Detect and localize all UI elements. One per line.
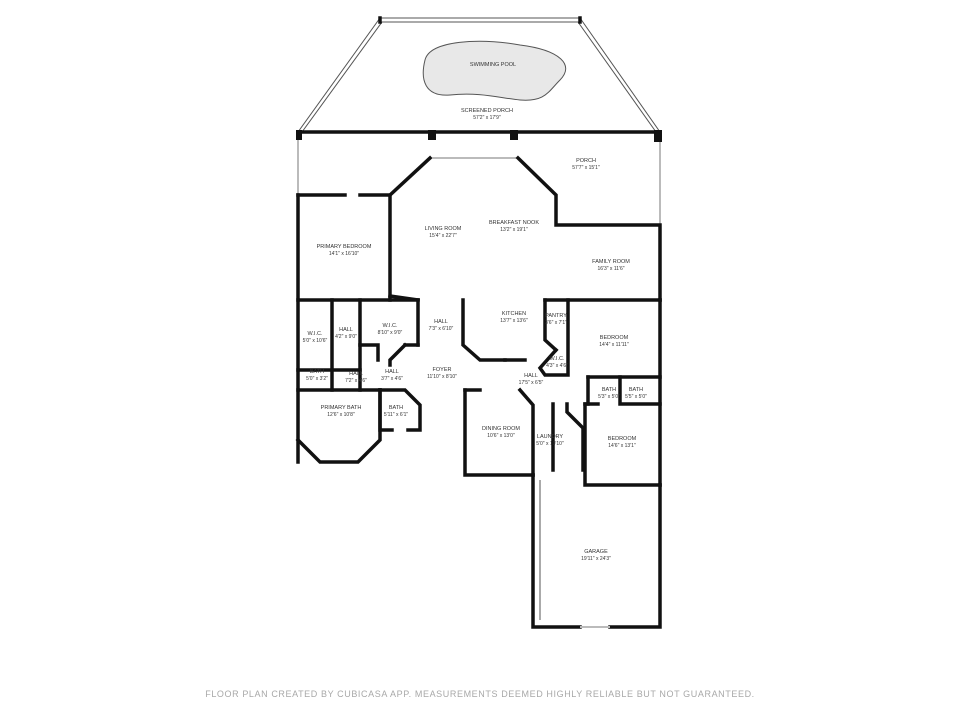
room-dims: 5'11" x 6'1" bbox=[384, 412, 408, 418]
room-name: LAUNDRY bbox=[537, 434, 564, 440]
room-dims: 57'2" x 17'9" bbox=[473, 115, 501, 121]
room-dims: 4'2" x 9'0" bbox=[335, 334, 357, 340]
room-dims: 5'5" x 5'0" bbox=[625, 394, 647, 400]
disclaimer-footer: FLOOR PLAN CREATED BY CUBICASA APP. MEAS… bbox=[205, 689, 755, 699]
room-name: DINING ROOM bbox=[482, 426, 520, 432]
room-name: HALL bbox=[349, 371, 363, 377]
room-dims: 7'3" x 6'10" bbox=[429, 326, 454, 332]
room-name: BEDROOM bbox=[608, 436, 637, 442]
room-name: W.I.C. bbox=[383, 323, 398, 329]
room-name: HALL bbox=[524, 373, 538, 379]
room-dims: 10'6" x 13'0" bbox=[487, 433, 515, 439]
room-dims: 14'1" x 16'10" bbox=[329, 251, 359, 257]
swimming-pool bbox=[422, 40, 567, 101]
room-name: BREAKFAST NOOK bbox=[489, 220, 539, 226]
room-dims: 5'0" x 3'2" bbox=[306, 376, 328, 382]
room-dims: 12'6" x 10'8" bbox=[327, 412, 355, 418]
room-name: PRIMARY BEDROOM bbox=[317, 244, 372, 250]
room-dims: 5'3" x 5'0" bbox=[598, 394, 620, 400]
room-name: BATH bbox=[602, 387, 616, 393]
room-dims: 4'3" x 4'6" bbox=[546, 363, 568, 369]
room-dims: 19'11" x 24'3" bbox=[581, 556, 611, 562]
room-dims: 13'7" x 13'6" bbox=[500, 318, 528, 324]
screened-porch-outline bbox=[297, 16, 661, 133]
room-name: BATH bbox=[629, 387, 643, 393]
room-name: PANTRY bbox=[545, 313, 567, 319]
room-name: W.I.C. bbox=[550, 356, 565, 362]
room-dims: 3'7" x 4'6" bbox=[381, 376, 403, 382]
room-dims: 57'7" x 15'1" bbox=[572, 165, 600, 171]
room-name: KITCHEN bbox=[502, 311, 526, 317]
room-name: SWIMMING POOL bbox=[470, 62, 516, 68]
room-name: HALL bbox=[434, 319, 448, 325]
room-dims: 5'0" x 10'6" bbox=[303, 338, 328, 344]
walls bbox=[295, 130, 662, 629]
room-dims: 8'10" x 9'0" bbox=[378, 330, 403, 336]
room-name: W.I.C. bbox=[308, 331, 323, 337]
room-dims: 13'2" x 19'1" bbox=[500, 227, 528, 233]
room-dims: 16'3" x 11'6" bbox=[597, 266, 624, 272]
room-name: FOYER bbox=[433, 367, 452, 373]
room-dims: 11'10" x 8'10" bbox=[427, 374, 457, 380]
room-name: BATH bbox=[389, 405, 403, 411]
room-dims: 17'5" x 6'5" bbox=[519, 380, 544, 386]
room-name: FAMILY ROOM bbox=[592, 259, 630, 265]
room-dims: 7'2" x 4'6" bbox=[345, 378, 367, 384]
room-name: LIVING ROOM bbox=[425, 226, 462, 232]
room-name: PRIMARY BATH bbox=[321, 405, 362, 411]
room-labels: SWIMMING POOL SCREENED PORCH 57'2" x 17'… bbox=[303, 62, 647, 562]
room-name: BEDROOM bbox=[600, 335, 629, 341]
room-name: PORCH bbox=[576, 158, 596, 164]
room-dims: 14'4" x 11'11" bbox=[599, 342, 629, 348]
room-dims: 5'0" x 10'10" bbox=[536, 441, 564, 447]
room-name: HALL bbox=[339, 327, 353, 333]
room-dims: 15'4" x 22'7" bbox=[429, 233, 457, 239]
room-dims: 14'6" x 13'1" bbox=[608, 443, 636, 449]
room-dims: 3'6" x 7'1" bbox=[545, 320, 567, 326]
room-name: SCREENED PORCH bbox=[461, 108, 513, 114]
room-name: BATH bbox=[310, 369, 324, 375]
room-name: HALL bbox=[385, 369, 399, 375]
room-name: GARAGE bbox=[584, 549, 608, 555]
